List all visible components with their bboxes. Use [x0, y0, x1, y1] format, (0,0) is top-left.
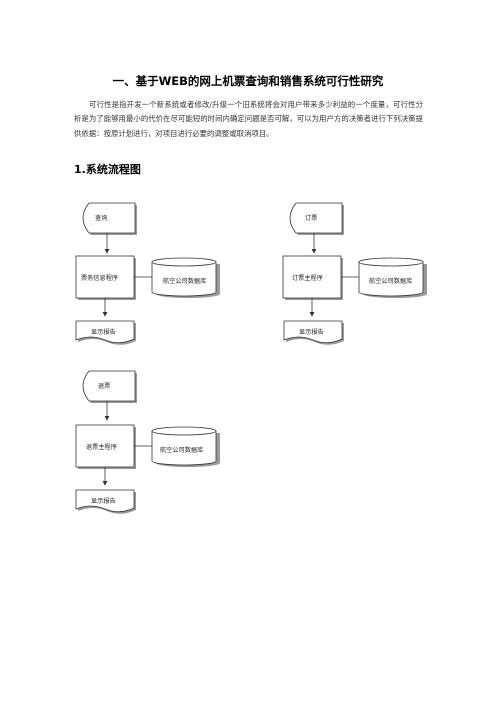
intro-paragraph: 可行性是指开发一个新系统或者修改/升级一个旧系统将会对用户带来多少利益的一个度量… — [74, 100, 423, 138]
query-database-cylinder: 航空公司数据库 — [151, 257, 220, 298]
flow-refund: 退票 退票主程序 航空公司数据库 显示报告 — [75, 370, 220, 514]
order-process-label: 订票主程序 — [292, 274, 323, 282]
order-database-label: 航空公司数据库 — [369, 277, 412, 285]
order-process-box: 订票主程序 — [282, 255, 343, 300]
refund-database-label: 航空公司数据库 — [160, 446, 203, 454]
document-title: 一、基于WEB的网上机票查询和销售系统可行性研究 — [112, 74, 384, 88]
flow-order: 订票 订票主程序 航空公司数据库 显示报告 — [282, 202, 427, 345]
query-output-shape: 显示报告 — [75, 320, 136, 345]
refund-output-label: 显示报告 — [91, 497, 116, 505]
refund-database-cylinder: 航空公司数据库 — [151, 426, 220, 467]
order-output-label: 显示报告 — [299, 328, 324, 336]
query-input-label: 查询 — [95, 214, 107, 222]
refund-input-shape: 退票 — [82, 370, 137, 403]
order-database-cylinder: 航空公司数据库 — [358, 257, 427, 298]
flow-query: 查询 票务信息程序 航空公司数据库 显示报告 — [75, 202, 220, 345]
query-process-box: 票务信息程序 — [75, 255, 136, 300]
query-process-label: 票务信息程序 — [81, 274, 118, 282]
query-database-label: 航空公司数据库 — [163, 277, 206, 285]
order-input-label: 订票 — [305, 215, 317, 222]
query-input-shape: 查询 — [82, 202, 137, 235]
refund-process-box: 退票主程序 — [75, 424, 136, 469]
order-input-shape: 订票 — [289, 202, 344, 235]
section-heading: 1.系统流程图 — [74, 163, 141, 176]
query-output-label: 显示报告 — [91, 328, 116, 336]
refund-output-shape: 显示报告 — [75, 489, 136, 514]
order-output-shape: 显示报告 — [283, 320, 344, 345]
refund-input-label: 退票 — [98, 382, 110, 390]
refund-process-label: 退票主程序 — [86, 443, 117, 451]
